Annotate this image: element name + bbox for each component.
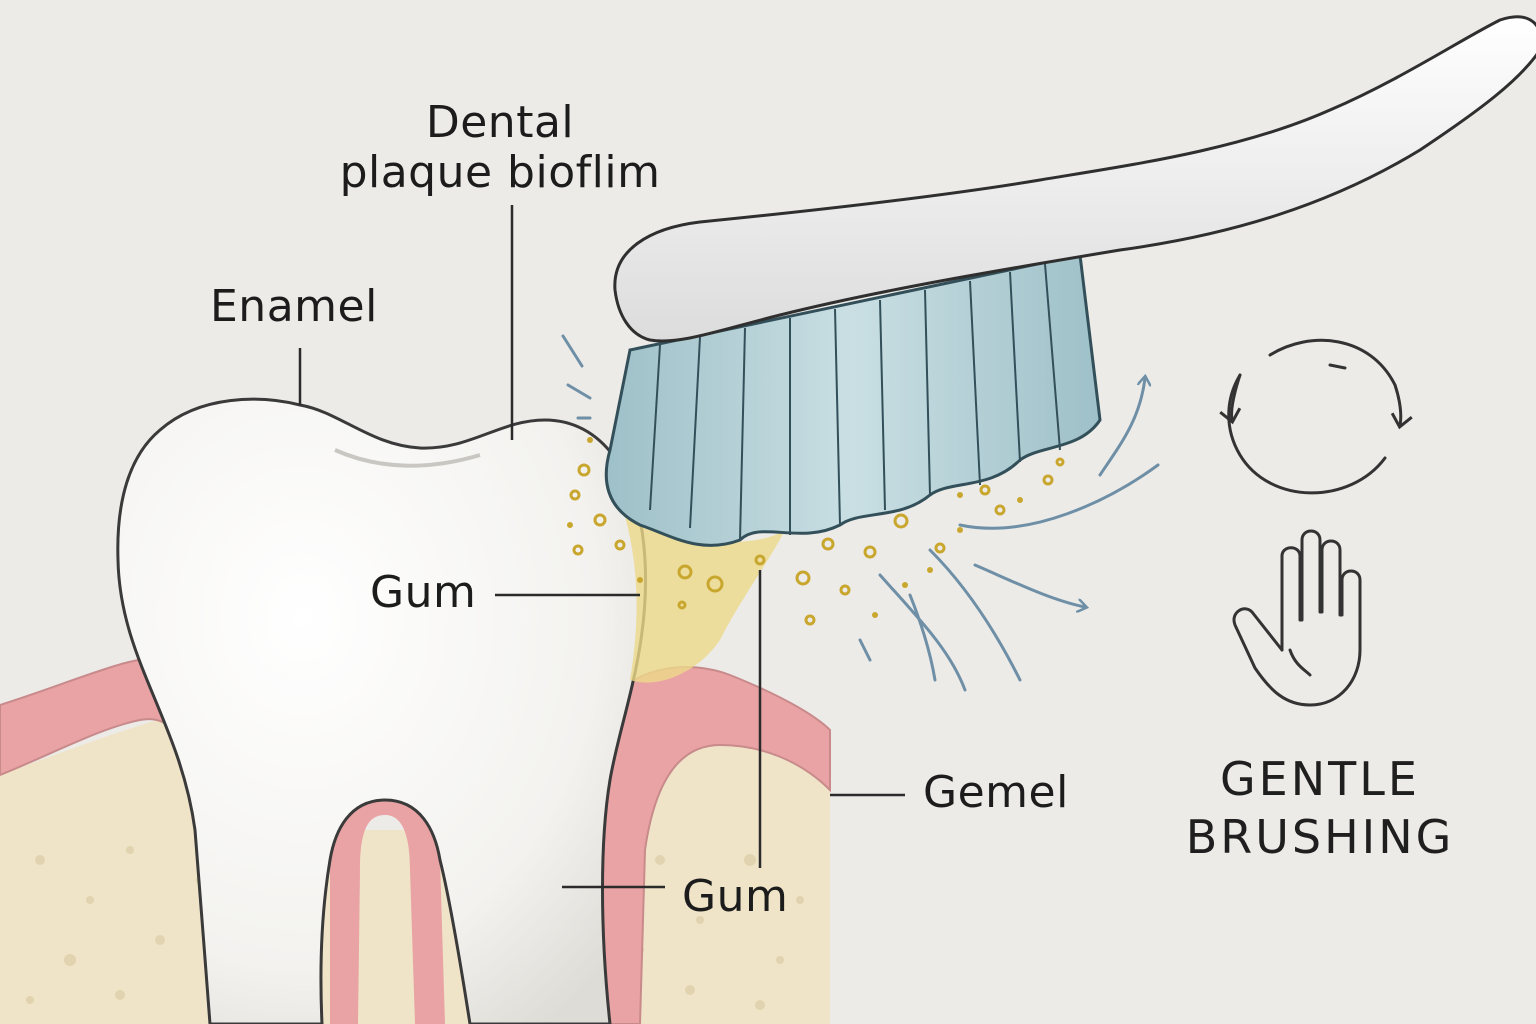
- gum-lower-label: Gum: [682, 872, 788, 922]
- plaque-label: Dental plaque bioflim: [330, 98, 670, 198]
- plaque-label-line1: Dental: [330, 98, 670, 148]
- toothbrush: [606, 17, 1536, 546]
- gemel-label: Gemel: [923, 768, 1069, 818]
- gum-upper-label: Gum: [370, 568, 476, 618]
- plaque-label-line2: plaque bioflim: [330, 148, 670, 198]
- gentle-brushing-line1: GENTLE: [1170, 750, 1470, 808]
- gentle-brushing-line2: BRUSHING: [1170, 808, 1470, 866]
- open-hand-icon: [1234, 531, 1360, 705]
- gentle-brushing-title: GENTLE BRUSHING: [1170, 750, 1470, 866]
- enamel-label: Enamel: [210, 282, 378, 332]
- circular-arrows-icon: [1229, 340, 1401, 493]
